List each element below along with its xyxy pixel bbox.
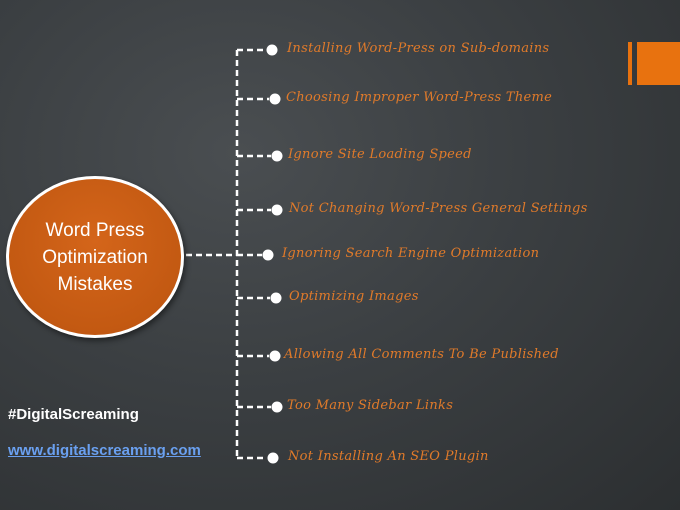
mistake-label: Not Installing An SEO Plugin bbox=[288, 449, 489, 464]
mistake-label: Choosing Improper Word-Press Theme bbox=[286, 90, 553, 105]
center-topic-circle: Word Press Optimization Mistakes bbox=[6, 176, 184, 338]
center-topic-title: Word Press Optimization Mistakes bbox=[42, 219, 148, 295]
accent-bar-thick bbox=[637, 42, 680, 85]
bullet-dot bbox=[269, 350, 281, 362]
website-link[interactable]: www.digitalscreaming.com bbox=[8, 442, 201, 459]
mistake-label: Not Changing Word-Press General Settings bbox=[289, 201, 588, 216]
bullet-dot bbox=[270, 292, 282, 304]
bullet-dot bbox=[262, 249, 274, 261]
bullet-dot bbox=[271, 150, 283, 162]
mistake-label: Too Many Sidebar Links bbox=[287, 398, 454, 413]
bullet-dot bbox=[269, 93, 281, 105]
hashtag-text: #DigitalScreaming bbox=[8, 406, 139, 423]
mistake-label: Installing Word-Press on Sub-domains bbox=[287, 41, 550, 56]
bullet-dot bbox=[266, 44, 278, 56]
mistake-label: Ignore Site Loading Speed bbox=[288, 147, 472, 162]
bullet-dot bbox=[271, 401, 283, 413]
mistake-label: Allowing All Comments To Be Published bbox=[284, 347, 559, 362]
bullet-dot bbox=[271, 204, 283, 216]
mistake-label: Ignoring Search Engine Optimization bbox=[282, 246, 540, 261]
mistake-label: Optimizing Images bbox=[289, 289, 419, 304]
bullet-dot bbox=[267, 452, 279, 464]
accent-bar-thin bbox=[628, 42, 632, 85]
